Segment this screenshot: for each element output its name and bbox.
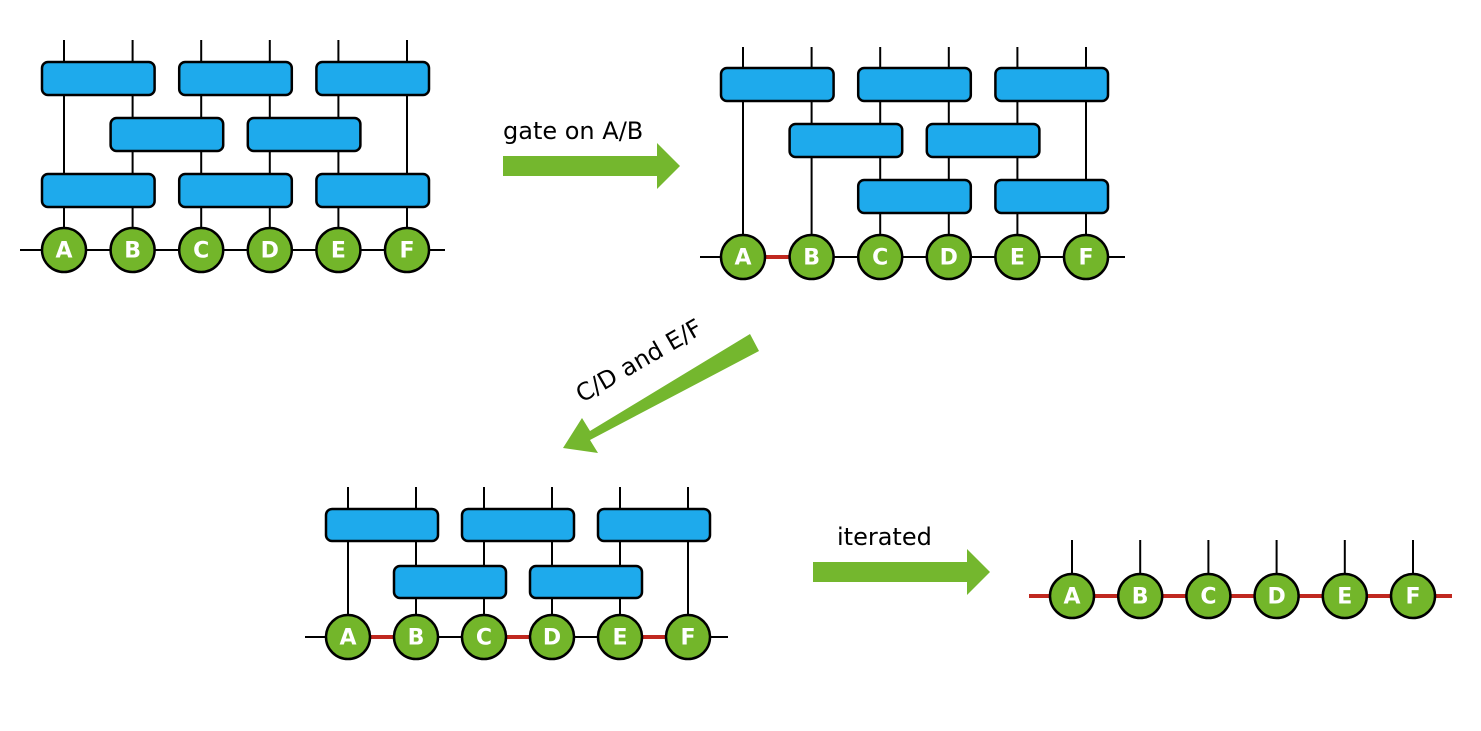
arrow-2-shape (563, 334, 759, 453)
arrow-step-2: C/D and E/F (563, 314, 759, 453)
site-D (1253, 572, 1300, 620)
gate-DE-layer-2 (925, 122, 1041, 159)
site-E (1321, 572, 1369, 620)
site-C (460, 613, 508, 661)
gate-BC-layer-2 (392, 564, 508, 600)
arrow-3-shape (813, 549, 990, 595)
site-label-A: A (55, 239, 72, 264)
gate-CD-layer-3 (856, 178, 973, 215)
site-label-F: F (399, 239, 414, 264)
gate-EF-layer-1 (315, 60, 431, 97)
site-A (324, 613, 372, 661)
site-label-D: D (261, 239, 279, 264)
panel-3: A B C D E F (305, 487, 728, 661)
site-A (1048, 572, 1096, 620)
gate-EF-layer-1 (596, 507, 712, 543)
site-B (109, 226, 156, 274)
site-label-D: D (940, 246, 958, 271)
arrow-step-1: gate on A/B (503, 117, 680, 189)
site-label-F: F (680, 626, 695, 651)
gate-CD-layer-3 (177, 172, 294, 209)
gate-BC-layer-2 (788, 122, 904, 159)
site-D (925, 233, 973, 281)
site-F (1062, 233, 1110, 281)
gate-CD-layer-1 (460, 507, 576, 543)
gate-EF-layer-3 (315, 172, 431, 209)
panel-1: A B C D E F (20, 40, 445, 274)
gate-BC-layer-2 (109, 116, 225, 153)
arrow-1-label: gate on A/B (503, 117, 643, 145)
site-label-E: E (1010, 246, 1025, 271)
gate-CD-layer-1 (177, 60, 294, 97)
site-label-B: B (1132, 585, 1149, 610)
gate-DE-layer-2 (246, 116, 362, 153)
site-C (177, 226, 225, 274)
site-E (315, 226, 362, 274)
site-B (1116, 572, 1164, 620)
site-F (383, 226, 431, 274)
gate-CD-layer-1 (856, 66, 973, 103)
arrow-1-shape (503, 143, 680, 189)
site-A (719, 233, 767, 281)
site-D (246, 226, 294, 274)
site-A (40, 226, 88, 274)
site-label-B: B (803, 246, 820, 271)
site-label-C: C (193, 239, 209, 264)
site-label-E: E (331, 239, 346, 264)
site-label-E: E (1337, 585, 1352, 610)
site-label-C: C (872, 246, 888, 271)
site-C (1185, 572, 1232, 620)
site-E (596, 613, 644, 661)
panel-4: A B C D E F (1029, 540, 1452, 620)
arrow-step-3: iterated (813, 523, 990, 595)
site-label-A: A (339, 626, 356, 651)
arrow-3-label: iterated (837, 523, 932, 551)
gate-EF-layer-3 (994, 178, 1110, 215)
site-E (994, 233, 1041, 281)
gate-AB-layer-1 (324, 507, 440, 543)
site-C (856, 233, 904, 281)
site-label-C: C (1200, 585, 1216, 610)
site-label-B: B (124, 239, 141, 264)
site-label-A: A (1063, 585, 1080, 610)
site-label-C: C (476, 626, 492, 651)
site-label-F: F (1078, 246, 1093, 271)
site-label-D: D (1267, 585, 1285, 610)
site-label-B: B (408, 626, 425, 651)
panel-2: A B C D E F (700, 47, 1125, 281)
site-F (1389, 572, 1437, 620)
gate-AB-layer-1 (40, 60, 156, 97)
gate-AB-layer-1 (719, 66, 835, 103)
site-label-E: E (612, 626, 627, 651)
arrow-2-label: C/D and E/F (571, 314, 707, 409)
site-F (664, 613, 712, 661)
site-B (392, 613, 440, 661)
gate-EF-layer-1 (994, 66, 1110, 103)
site-label-D: D (543, 626, 561, 651)
site-label-F: F (1405, 585, 1420, 610)
gate-AB-layer-3 (40, 172, 156, 209)
gate-DE-layer-2 (528, 564, 644, 600)
site-label-A: A (734, 246, 751, 271)
site-D (528, 613, 576, 661)
site-B (788, 233, 835, 281)
